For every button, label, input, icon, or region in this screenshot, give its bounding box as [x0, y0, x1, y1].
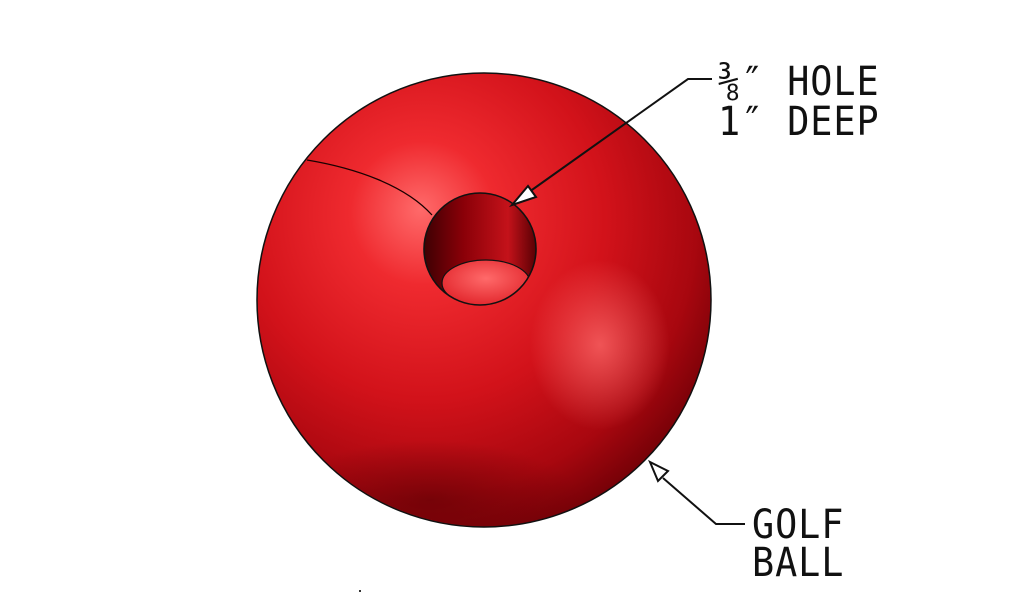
ball-leader-arrow — [648, 459, 745, 525]
drilled-hole — [423, 192, 537, 306]
golf-ball-label-line1: GOLF — [752, 502, 845, 548]
hole-size-label: ⅜″ HOLE — [718, 59, 880, 105]
golf-ball-label-line2: BALL — [752, 540, 845, 586]
hole-depth-label: 1″ DEEP — [718, 99, 880, 145]
stray-mark — [359, 590, 361, 592]
hole-leader-arrow — [508, 78, 712, 208]
ball-seam-line — [306, 159, 433, 216]
